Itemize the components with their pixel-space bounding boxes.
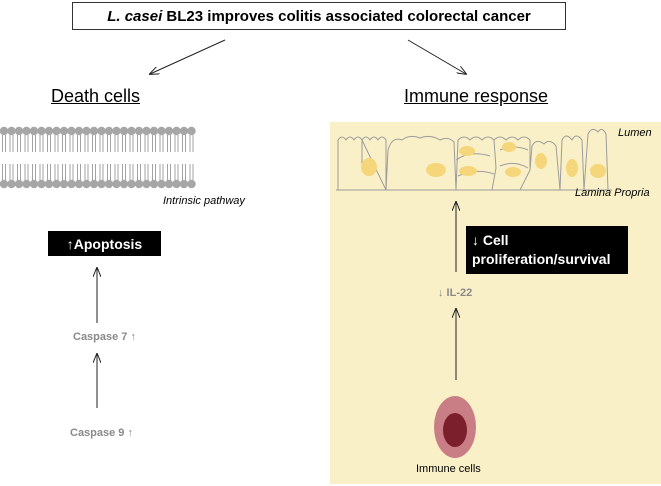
- cell-proliferation-box: ↓ Cell proliferation/survival: [466, 226, 628, 274]
- death-cells-heading: Death cells: [51, 86, 141, 106]
- apoptosis-box: ↑Apoptosis: [48, 231, 161, 256]
- immune-response-panel: [330, 122, 661, 484]
- lumen-label: Lumen: [618, 127, 652, 139]
- lamina-propria-label: Lamina Propria: [575, 187, 650, 199]
- apoptosis-label: ↑Apoptosis: [66, 235, 143, 252]
- arrow-title-to-death-cells: [150, 39, 226, 74]
- lipid-bilayer-membrane: [0, 126, 196, 189]
- epithelial-nuclei: [361, 142, 606, 178]
- il22-label: ↓ IL-22: [438, 287, 473, 299]
- arrow-title-to-immune-response: [407, 39, 466, 74]
- title-text: BL23 improves colitis associated colorec…: [162, 7, 531, 25]
- immune-response-heading: Immune response: [404, 86, 549, 106]
- immune-cells-label: Immune cells: [416, 463, 481, 475]
- intrinsic-pathway-label: Intrinsic pathway: [163, 195, 245, 207]
- diagram-title-box: L. casei BL23 improves colitis associate…: [72, 2, 566, 30]
- proliferation-line1: ↓ Cell: [472, 232, 509, 248]
- caspase7-label: Caspase 7 ↑: [73, 331, 136, 343]
- immune-cell-nucleus: [443, 413, 467, 447]
- proliferation-line2: proliferation/survival: [472, 251, 611, 267]
- intestinal-epithelium: [336, 128, 612, 191]
- title-species: L. casei: [107, 7, 163, 25]
- caspase9-label: Caspase 9 ↑: [70, 427, 133, 439]
